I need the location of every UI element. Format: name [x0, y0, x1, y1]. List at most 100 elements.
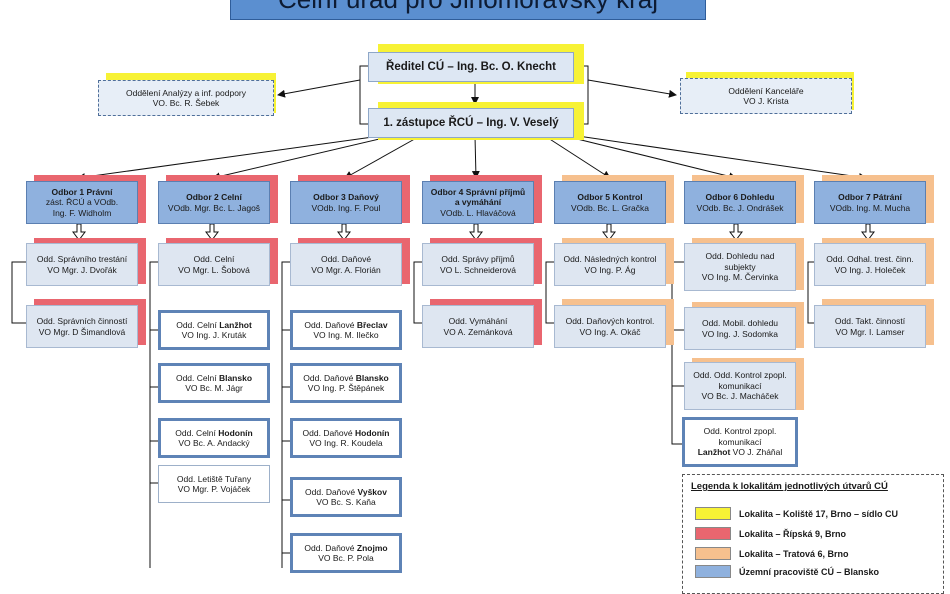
dept-o6-kontrol-zpopl[interactable]: Odd. Odd. Kontrol zpopl. komunikací VO B… — [684, 362, 796, 410]
analytics-dept-head: VO. Bc. R. Šebek — [152, 98, 220, 108]
dept-name: Odd. Mobil. dohledu — [701, 318, 779, 328]
director-label: Ředitel CÚ – Ing. Bc. O. Knecht — [386, 60, 556, 73]
legend-item: Územní pracoviště CÚ – Blansko — [695, 565, 879, 578]
dept-name: Odd. Celní Lanžhot — [176, 320, 252, 331]
dept-location: Hodonín — [354, 427, 390, 438]
legend-item: Lokalita – Řípská 9, Brno — [695, 527, 846, 540]
dept-location: Znojmo — [356, 542, 388, 553]
dept-head: VO Ing. P. Štěpánek — [307, 383, 385, 393]
dept-name: Odd. Správních činností — [36, 316, 128, 326]
dept-location: Blansko — [218, 372, 253, 383]
dept-name-prefix: Odd. Daňové — [302, 427, 355, 438]
legend-title: Legenda k lokalitám jednotlivých útvarů … — [691, 481, 888, 492]
office-dept-box[interactable]: Oddělení Kanceláře VO J. Krista — [680, 78, 852, 114]
odbor-5-title: Odbor 5 Kontrol — [577, 192, 643, 202]
dept-o1-sprav-trestani[interactable]: Odd. Správního trestání VO Mgr. J. Dvořá… — [26, 243, 138, 286]
dept-head: VO Ing. J. Kruták — [181, 330, 247, 340]
dept-name: Odd. Kontrol zpopl. — [703, 426, 777, 437]
odbor-5-line2: VOdb. Bc. L. Gračka — [571, 202, 649, 213]
legend-label: Lokalita – Řípská 9, Brno — [739, 528, 847, 539]
dept-head: VO Mgr. L. Šobová — [178, 264, 250, 275]
dept-name-cont: komunikací — [718, 380, 762, 391]
dept-name: Odd. Daňové Blansko — [303, 373, 389, 384]
dept-o2-celni-hodonin[interactable]: Odd. Celní Hodonín VO Bc. A. Andacký — [158, 418, 270, 458]
legend-label: Lokalita – Koliště 17, Brno – sídlo CU — [739, 508, 899, 519]
dept-o3-danove-blansko[interactable]: Odd. Daňové Blansko VO Ing. P. Štěpánek — [290, 363, 402, 403]
odbor-7-box[interactable]: Odbor 7 Pátrání VOdb. Ing. M. Mucha — [814, 181, 926, 224]
dept-location: Lanžhot — [697, 447, 731, 458]
dept-name: Odd. Následných kontrol — [563, 254, 657, 264]
dept-head: VO Ing. M. Ilečko — [313, 330, 379, 340]
dept-name: Odd. Daňové Hodonín — [303, 428, 390, 439]
dept-o5-danovych-kontrol[interactable]: Odd. Daňových kontrol. VO Ing. A. Okáč — [554, 305, 666, 348]
dept-name: Odd. Daňové Břeclav — [304, 320, 387, 331]
odbor-5-box[interactable]: Odbor 5 Kontrol VOdb. Bc. L. Gračka — [554, 181, 666, 224]
odbor-6-title: Odbor 6 Dohledu — [705, 192, 775, 202]
odbor-1-box[interactable]: Odbor 1 Právní zást. ŘCÚ a VOdb. Ing. F.… — [26, 181, 138, 224]
dept-head: VO Mgr. I. Lamser — [835, 326, 905, 337]
dept-o2-letiste-turany[interactable]: Odd. Letiště Tuřany VO Mgr. P. Vojáček — [158, 465, 270, 503]
dept-o6-dohledu-subjekty[interactable]: Odd. Dohledu nad subjekty VO Ing. M. Čer… — [684, 243, 796, 291]
dept-name: Odd. Správního trestání — [36, 254, 128, 264]
dept-o6-kontrol-zpopl-lanzhot[interactable]: Odd. Kontrol zpopl. komunikací Lanžhot V… — [682, 417, 798, 467]
dept-head: Lanžhot VO J. Zháňal — [698, 447, 783, 458]
dept-o3-danove-znojmo[interactable]: Odd. Daňové Znojmo VO Bc. P. Pola — [290, 533, 402, 573]
odbor-2-title: Odbor 2 Celní — [186, 192, 242, 202]
dept-head: VO Ing. M. Červinka — [701, 272, 779, 283]
dept-o2-celni[interactable]: Odd. Celní VO Mgr. L. Šobová — [158, 243, 270, 286]
dept-o3-danove-vyskov[interactable]: Odd. Daňové Vyškov VO Bc. S. Kaňa — [290, 477, 402, 517]
dept-head: VO Bc. J. Macháček — [701, 391, 779, 402]
dept-name: Odd. Daňové — [320, 254, 372, 264]
dept-head: VO Bc. A. Andacký — [178, 438, 250, 448]
director-box[interactable]: Ředitel CÚ – Ing. Bc. O. Knecht — [368, 52, 574, 82]
analytics-dept-box[interactable]: Oddělení Analýzy a inf. podpory VO. Bc. … — [98, 80, 274, 116]
dept-o5-naslednych-kontrol[interactable]: Odd. Následných kontrol VO Ing. P. Ág — [554, 243, 666, 286]
odbor-1-line3: Ing. F. Widholm — [52, 207, 112, 218]
dept-head: VO Mgr. P. Vojáček — [177, 484, 251, 494]
dept-location: Lanžhot — [219, 319, 252, 330]
dept-name-prefix: Odd. Daňové — [304, 542, 357, 553]
office-dept-name: Oddělení Kanceláře — [728, 85, 804, 96]
dept-name-prefix: Odd. Celní — [175, 372, 219, 383]
dept-o2-celni-blansko[interactable]: Odd. Celní Blansko VO Bc. M. Jágr — [158, 363, 270, 403]
dept-o3-danove-hodonin[interactable]: Odd. Daňové Hodonín VO Ing. R. Koudela — [290, 418, 402, 458]
odbor-1-line2: zást. ŘCÚ a VOdb. — [45, 197, 119, 208]
dept-o7-odhal-trest[interactable]: Odd. Odhal. trest. činn. VO Ing. J. Hole… — [814, 243, 926, 286]
dept-head: VO Bc. S. Kaňa — [316, 497, 376, 507]
odbor-7-title: Odbor 7 Pátrání — [838, 192, 902, 202]
odbor-4-box[interactable]: Odbor 4 Správní příjmů a vymáhání VOdb. … — [422, 181, 534, 224]
odbor-3-box[interactable]: Odbor 3 Daňový VOdb. Ing. F. Poul — [290, 181, 402, 224]
dept-name: Odd. Daňových kontrol. — [565, 316, 655, 326]
dept-name-cont: komunikací — [718, 436, 762, 447]
dept-o3-danove-breclav[interactable]: Odd. Daňové Břeclav VO Ing. M. Ilečko — [290, 310, 402, 350]
dept-head: VO Ing. J. Holeček — [834, 264, 906, 275]
odbor-6-line2: VOdb. Bc. J. Ondrášek — [696, 202, 784, 213]
dept-name-prefix: Odd. Daňové — [303, 372, 356, 383]
dept-name: Odd. Dohledu nad — [705, 251, 775, 262]
dept-head: VO Mgr. J. Dvořák — [47, 264, 117, 275]
dept-o2-celni-lanzhot[interactable]: Odd. Celní Lanžhot VO Ing. J. Kruták — [158, 310, 270, 350]
legend-item: Lokalita – Tratová 6, Brno — [695, 547, 849, 560]
odbor-2-box[interactable]: Odbor 2 Celní VOdb. Mgr. Bc. L. Jagoš — [158, 181, 270, 224]
dept-o4-vymahani[interactable]: Odd. Vymáhání VO A. Zemánková — [422, 305, 534, 348]
dept-o4-spravy-prijmu[interactable]: Odd. Správy příjmů VO L. Schneiderová — [422, 243, 534, 286]
dept-o3-danove[interactable]: Odd. Daňové VO Mgr. A. Florián — [290, 243, 402, 286]
odbor-6-box[interactable]: Odbor 6 Dohledu VOdb. Bc. J. Ondrášek — [684, 181, 796, 224]
dept-location: Vyškov — [357, 486, 387, 497]
dept-name-prefix: Odd. Celní — [176, 319, 220, 330]
dept-location: Hodonín — [218, 427, 253, 438]
dept-o7-takt-cinnosti[interactable]: Odd. Takt. činností VO Mgr. I. Lamser — [814, 305, 926, 348]
dept-o1-sprav-cinnosti[interactable]: Odd. Správních činností VO Mgr. D Šimand… — [26, 305, 138, 348]
analytics-dept-name: Oddělení Analýzy a inf. podpory — [125, 87, 247, 98]
dept-name: Odd. Vymáhání — [448, 316, 508, 326]
dept-name-prefix: Odd. Daňové — [305, 486, 358, 497]
dept-name-cont: subjekty — [724, 261, 756, 272]
dept-head: VO Ing. J. Sodomka — [701, 328, 779, 339]
dept-head: VO Bc. P. Pola — [318, 553, 374, 563]
dept-o6-mobil-dohledu[interactable]: Odd. Mobil. dohledu VO Ing. J. Sodomka — [684, 307, 796, 350]
deputy-box[interactable]: 1. zástupce ŘCÚ – Ing. V. Veselý — [368, 108, 574, 138]
dept-head: VO Mgr. D Šimandlová — [38, 326, 126, 337]
dept-name: Odd. Odhal. trest. činn. — [826, 254, 914, 264]
legend-item: Lokalita – Koliště 17, Brno – sídlo CU — [695, 507, 898, 520]
odbor-7-line2: VOdb. Ing. M. Mucha — [829, 202, 911, 213]
